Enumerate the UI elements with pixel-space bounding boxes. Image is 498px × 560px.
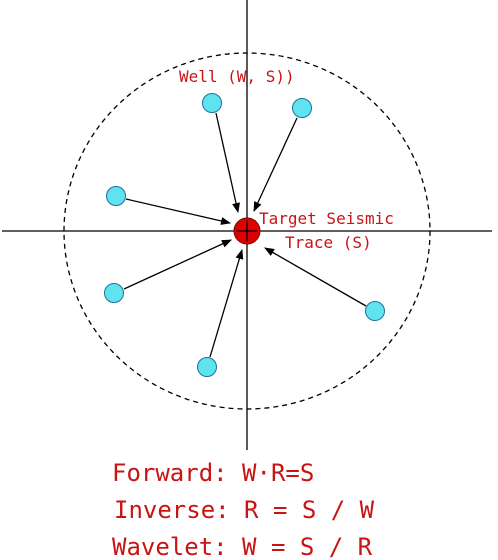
- forward-equation: Forward: W·R=S: [112, 459, 314, 487]
- well-marker: [106, 186, 126, 206]
- target-label-line2: Trace (S): [285, 233, 372, 252]
- arrow-1: [215, 112, 240, 213]
- well-marker: [197, 357, 217, 377]
- inverse-equation: Inverse: R = S / W: [114, 496, 375, 524]
- arrow-2: [253, 117, 298, 212]
- wavelet-equation: Wavelet: W = S / R: [112, 533, 373, 560]
- arrow-6: [264, 247, 367, 307]
- target-label-line1: Target Seismic: [259, 209, 394, 228]
- well-marker: [202, 93, 222, 113]
- target-trace-marker: [233, 217, 261, 245]
- arrows-group: [123, 112, 367, 358]
- well-marker: [365, 301, 385, 321]
- wells-group: [104, 93, 385, 377]
- arrow-3: [125, 198, 231, 225]
- well-marker: [104, 283, 124, 303]
- arrow-4: [123, 239, 232, 290]
- well-label: Well (W, S)): [179, 67, 295, 86]
- well-marker: [292, 98, 312, 118]
- arrow-5: [209, 249, 244, 358]
